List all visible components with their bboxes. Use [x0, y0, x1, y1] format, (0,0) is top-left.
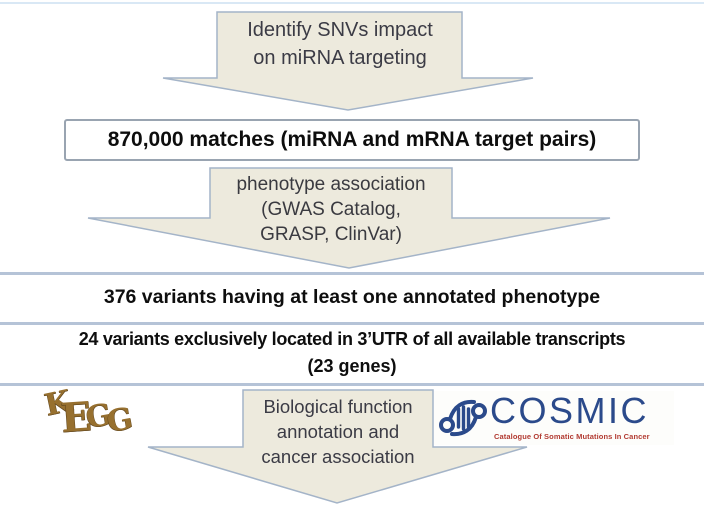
step3-line-3: cancer association — [261, 446, 415, 467]
phenotype-result-text: 376 variants having at least one annotat… — [103, 286, 601, 308]
step2-arrow-shape — [87, 167, 611, 269]
step1-line-2: on miRNA targeting — [253, 47, 427, 69]
divider-line-3 — [0, 383, 704, 386]
step1-line-1: Identify SNVs impact — [247, 19, 433, 41]
step2-line-3: GRASP, ClinVar) — [260, 224, 402, 245]
matches-result-box: 870,000 matches (miRNA and mRNA target p… — [64, 119, 640, 161]
kegg-letter-g2: G — [104, 401, 136, 440]
divider-line-2 — [0, 322, 704, 325]
kegg-logo: K E G G — [42, 384, 136, 454]
cosmic-title-text: COSMIC — [490, 390, 649, 431]
divider-line-1 — [0, 272, 704, 275]
step1-arrow-shape — [162, 11, 534, 111]
step3-arrow-shape — [147, 389, 528, 504]
cosmic-tagline-text: Catalogue Of Somatic Mutations In Cancer — [494, 432, 650, 441]
cosmic-chromosome-icon — [439, 399, 487, 437]
step3-line-1: Biological function — [263, 396, 413, 417]
step3-arrow-label: Biological function annotation and cance… — [228, 394, 448, 469]
utr-result-text: 24 variants exclusively located in 3’UTR… — [78, 329, 626, 349]
step3-line-2: annotation and — [276, 421, 400, 442]
step2-line-2: (GWAS Catalog, — [261, 199, 401, 220]
cosmic-logo: COSMIC Catalogue Of Somatic Mutations In… — [434, 391, 674, 445]
step2-arrow-label: phenotype association (GWAS Catalog, GRA… — [190, 172, 472, 247]
utr-genes-text: (23 genes) — [307, 356, 397, 376]
top-border-line — [0, 2, 704, 4]
step2-line-1: phenotype association — [236, 174, 426, 195]
step1-arrow-label: Identify SNVs impact on miRNA targeting — [217, 16, 463, 72]
